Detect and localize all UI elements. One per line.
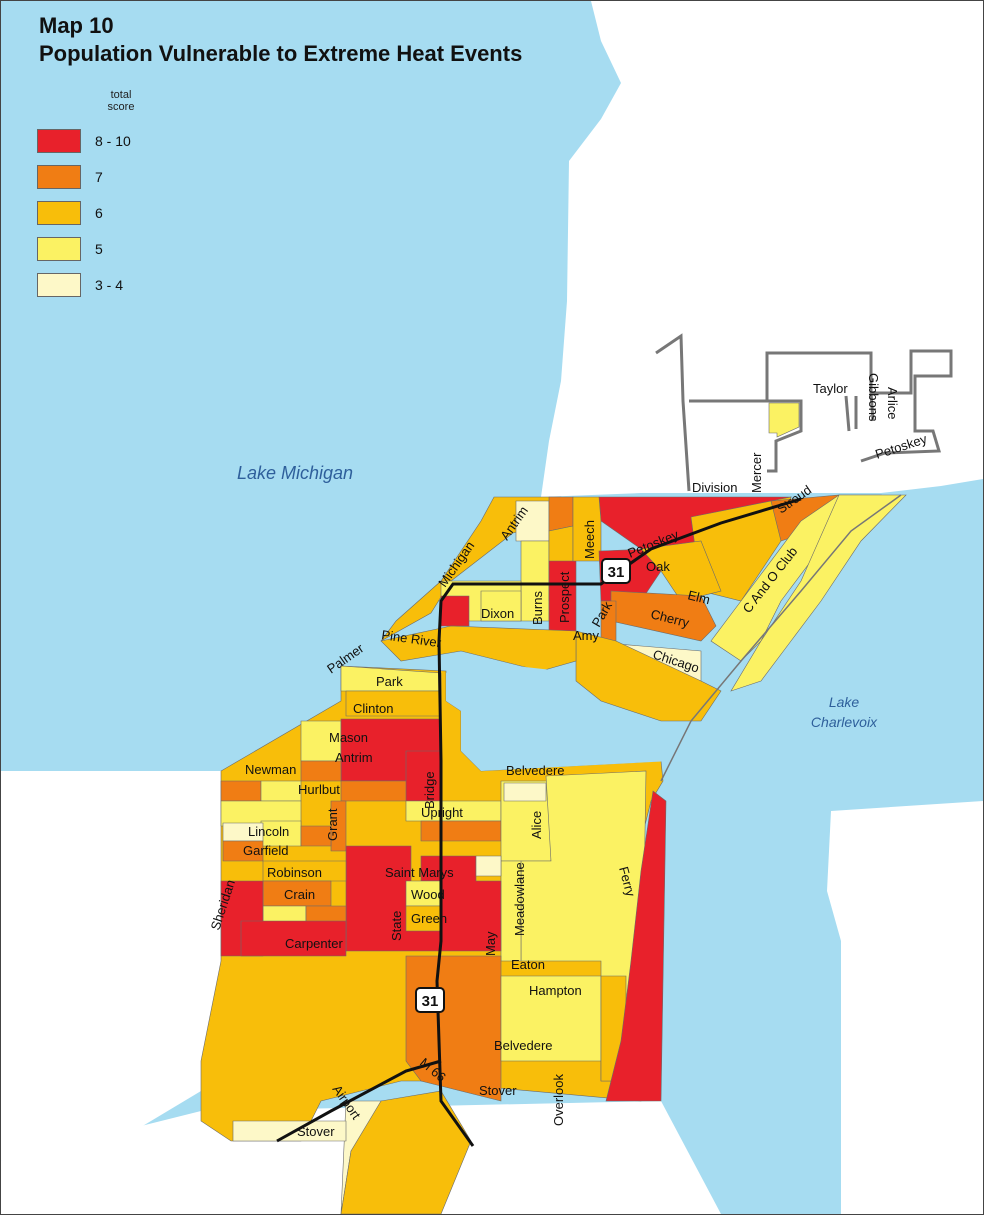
street-label: Hurlbut [298,782,340,797]
legend-heading-line1: total [110,89,132,101]
street-label: Meech [582,520,597,559]
street-label: Upright [421,805,463,820]
street-label: Eaton [511,957,545,972]
tract [475,855,502,877]
legend-label: 8 - 10 [95,133,131,149]
land-west [1,771,221,1161]
highway-shield-south-label: 31 [422,993,439,1010]
street-label: Oak [646,559,670,574]
tract [768,402,800,438]
tract [730,494,907,692]
legend-label: 3 - 4 [95,277,124,293]
street-label: Dixon [481,606,514,621]
street-label: Park [376,674,403,689]
highway-shield-north-label: 31 [608,564,625,581]
street-label: Arlice [885,387,900,420]
boundary-outline [655,333,953,492]
legend-heading-line2: score [107,101,135,113]
street-label: May [483,931,498,956]
street-label: Burns [530,591,545,625]
tract [420,820,502,842]
street-label: Stover [297,1124,335,1139]
lake-charlevoix-label-2: Charlevoix [811,714,878,730]
tract [575,630,722,722]
tract [300,825,332,847]
street-label: Alice [529,811,544,839]
map-title: Map 10 [39,13,114,38]
land-southeast [827,801,983,1214]
street-label: Belvedere [506,763,565,778]
tract [480,590,522,622]
street-label: Gibbons [866,373,881,422]
map-subtitle: Population Vulnerable to Extreme Heat Ev… [39,41,523,66]
legend-heading: total score [91,89,151,113]
lake-channel [446,661,671,771]
street-label: Crain [284,887,315,902]
street-label: Grant [325,808,340,841]
street-label: Hampton [529,983,582,998]
street-label: State [389,911,404,941]
street-label: Green [411,911,447,926]
legend-swatch [37,165,81,189]
street-label: Newman [245,762,296,777]
street-label: Antrim [335,750,373,765]
legend-item-8-10: 8 - 10 [37,129,177,155]
street-label: Stover [479,1083,517,1098]
legend-swatch [37,273,81,297]
legend-swatch [37,201,81,225]
street-label: Mercer [749,452,764,493]
legend-swatch [37,129,81,153]
legend-label: 5 [95,241,103,257]
street-label: Clinton [353,701,393,716]
legend-label: 6 [95,205,103,221]
street-label: Garfield [243,843,289,858]
tract [405,955,502,1102]
street-label: Lincoln [248,824,289,839]
street-label: Meadowlane [512,862,527,936]
tract [232,1120,347,1142]
legend-item-3-4: 3 - 4 [37,273,177,299]
street-label: Belvedere [494,1038,553,1053]
highway-m66-line [276,1059,442,1143]
street-label: Carpenter [285,936,343,951]
tract [260,780,302,802]
tract [503,782,547,802]
street-label: Bridge [422,771,437,809]
boundary-line [844,392,875,432]
street-label: Elm [686,587,711,607]
street-label: Saint Marys [385,865,454,880]
lake-charlevoix-label-1: Lake [829,694,860,710]
tract [572,496,602,562]
tract [240,920,347,957]
street-label: Division [692,480,738,495]
street-label: Taylor [813,381,848,396]
street-label: Prospect [557,571,572,623]
tract [262,860,347,882]
tract [380,625,577,672]
tract [440,595,470,627]
highway-shield-south: 31 [415,987,445,1013]
street-label: Mason [329,730,368,745]
legend-item-7: 7 [37,165,177,191]
street-label: Overlook [551,1073,566,1126]
lake-michigan-label: Lake Michigan [237,463,353,483]
legend-item-6: 6 [37,201,177,227]
northeast-boundary [655,333,953,492]
street-label: Wood [411,887,445,902]
legend-item-5: 5 [37,237,177,263]
tract [220,780,262,802]
shoreline-line [660,494,902,782]
legend-swatch [37,237,81,261]
highway-shield-north: 31 [601,558,631,584]
street-label: Amy [573,628,600,643]
tract [548,496,574,532]
street-label: Robinson [267,865,322,880]
tract [605,790,667,1102]
legend-label: 7 [95,169,103,185]
